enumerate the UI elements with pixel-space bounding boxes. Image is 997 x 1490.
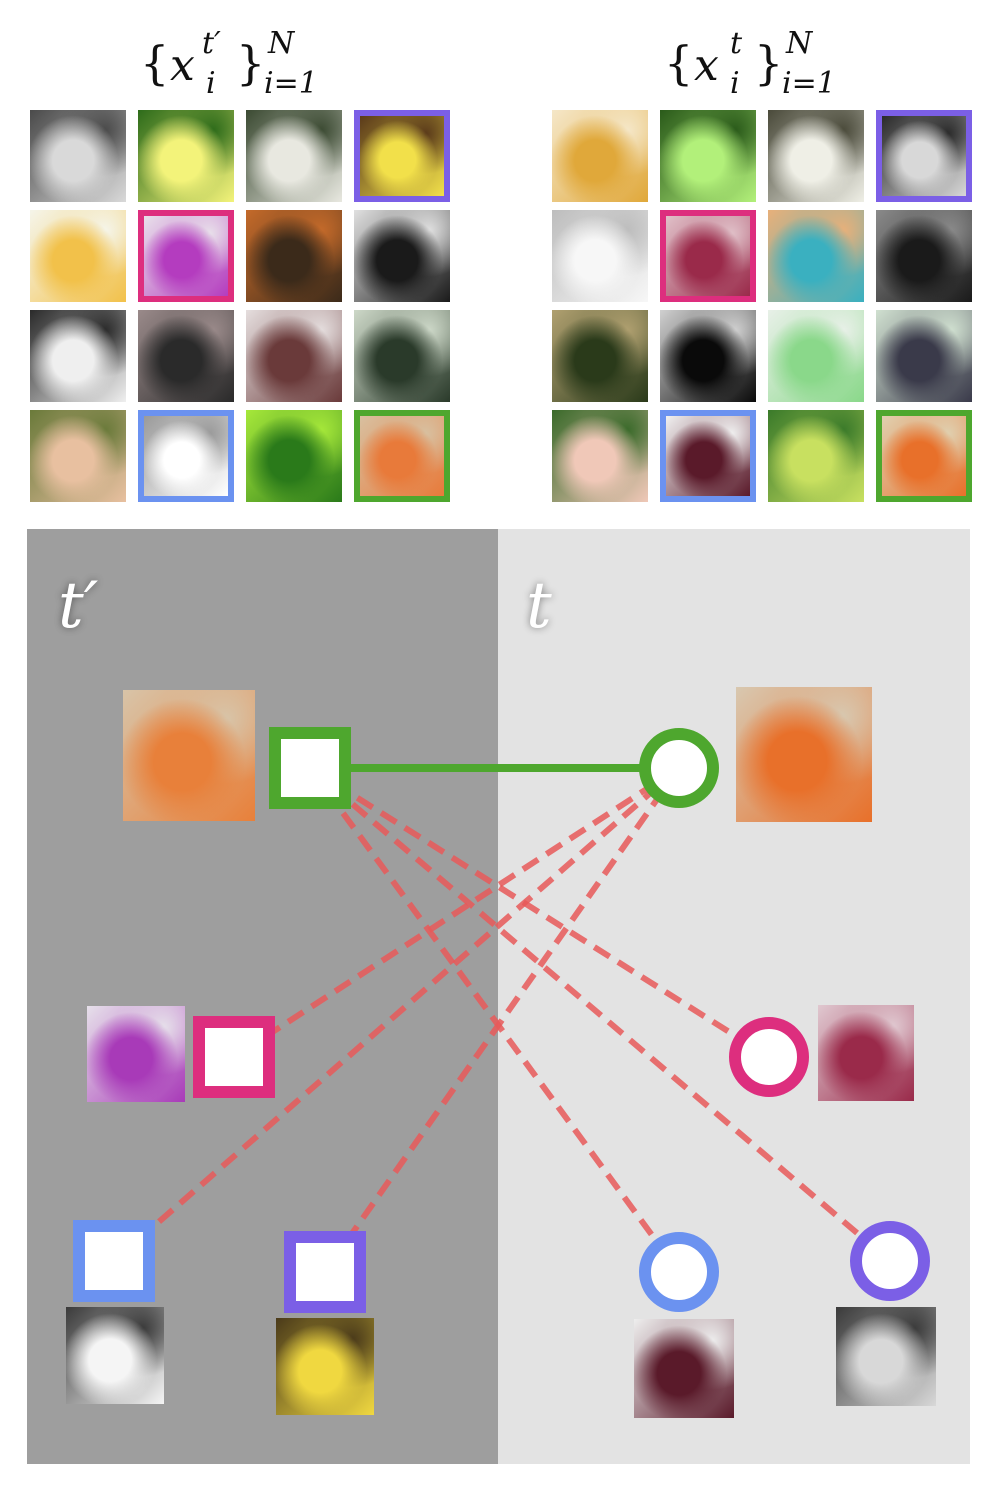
source-node-blue bbox=[73, 1220, 155, 1302]
target-node-magenta-image bbox=[818, 1005, 914, 1101]
thumb-greens bbox=[552, 310, 648, 402]
thumb-green-salad bbox=[138, 110, 234, 202]
title-upper-limit: N bbox=[786, 26, 813, 61]
thumb-shrimp bbox=[552, 410, 648, 502]
title-superscript: t bbox=[730, 26, 743, 61]
title-upper-limit: N bbox=[268, 26, 295, 61]
thumb-dark-cake-highlighted bbox=[660, 410, 756, 502]
source-node-magenta bbox=[193, 1016, 275, 1098]
negative-edge-target-node-green-to-source-node-magenta bbox=[232, 765, 681, 1060]
title-superscript: t′ bbox=[202, 26, 221, 61]
target-node-blue-image bbox=[634, 1319, 734, 1418]
thumb-bw-cup bbox=[876, 210, 972, 302]
source-node-magenta-image bbox=[87, 1006, 185, 1102]
thumb-speckled-food bbox=[768, 110, 864, 202]
thumb-green-salad bbox=[660, 110, 756, 202]
thumb-spoon bbox=[138, 310, 234, 402]
thumb-bw-dish bbox=[354, 210, 450, 302]
negative-edge-source-node-green-to-target-node-magenta bbox=[308, 765, 771, 1060]
title-subscript: i bbox=[730, 66, 740, 101]
thumb-bw-soup-highlighted bbox=[876, 110, 972, 202]
target-node-purple bbox=[850, 1221, 930, 1301]
source-image-grid bbox=[30, 110, 450, 502]
thumb-drinks bbox=[246, 210, 342, 302]
thumb-fried-egg bbox=[30, 210, 126, 302]
thumb-bread bbox=[552, 110, 648, 202]
thumb-bw-edge bbox=[660, 310, 756, 402]
thumb-white-blur bbox=[552, 210, 648, 302]
title-lower-limit: i=1 bbox=[782, 66, 836, 101]
thumb-speckled-food bbox=[246, 110, 342, 202]
thumb-purple-food-highlighted bbox=[138, 210, 234, 302]
target-node-blue bbox=[639, 1232, 719, 1312]
target-node-green bbox=[639, 728, 719, 808]
negative-edge-source-node-green-to-target-node-blue bbox=[307, 766, 682, 1274]
negative-edge-target-node-green-to-source-node-purple bbox=[322, 766, 682, 1274]
negative-edge-target-node-green-to-source-node-blue bbox=[112, 765, 681, 1264]
title-base: x bbox=[694, 40, 719, 91]
source-node-purple bbox=[284, 1231, 366, 1313]
thumb-white-cream-highlighted bbox=[138, 410, 234, 502]
thumb-shrimp bbox=[30, 410, 126, 502]
thumb-dessert bbox=[246, 310, 342, 402]
source-node-blue-image bbox=[66, 1307, 164, 1404]
thumb-curry-highlighted bbox=[876, 410, 972, 502]
close-brace: } bbox=[236, 36, 266, 90]
negative-edge-source-node-green-to-target-node-purple bbox=[308, 765, 892, 1264]
graph-nodes bbox=[73, 727, 930, 1313]
target-set-title: { x t i } N i=1 bbox=[664, 22, 884, 102]
source-domain-label: t′ bbox=[58, 569, 99, 643]
thumb-grey-food bbox=[30, 110, 126, 202]
thumb-green-beans bbox=[768, 410, 864, 502]
title-lower-limit: i=1 bbox=[264, 66, 318, 101]
title-base: x bbox=[170, 40, 195, 91]
target-node-purple-image bbox=[836, 1307, 936, 1406]
thumb-green-dish bbox=[354, 310, 450, 402]
open-brace: { bbox=[140, 36, 170, 90]
title-subscript: i bbox=[206, 66, 216, 101]
thumb-bw-blur bbox=[30, 310, 126, 402]
thumb-green-bowl bbox=[768, 310, 864, 402]
thumb-chips bbox=[768, 210, 864, 302]
close-brace: } bbox=[754, 36, 784, 90]
source-node-green bbox=[269, 727, 351, 809]
negative-edges bbox=[112, 765, 892, 1274]
thumb-green-veg bbox=[246, 410, 342, 502]
thumb-meat-highlighted bbox=[660, 210, 756, 302]
thumb-curry-highlighted bbox=[354, 410, 450, 502]
target-node-green-image bbox=[736, 687, 872, 822]
thumb-dark-salad bbox=[876, 310, 972, 402]
target-domain-label: t bbox=[526, 569, 552, 643]
thumb-yellow-soup-highlighted bbox=[354, 110, 450, 202]
target-image-grid bbox=[552, 110, 972, 502]
source-node-purple-image bbox=[276, 1318, 374, 1415]
source-set-title: { x t′ i } N i=1 bbox=[140, 22, 360, 102]
target-node-magenta bbox=[729, 1017, 809, 1097]
source-node-green-image bbox=[123, 690, 255, 821]
open-brace: { bbox=[664, 36, 694, 90]
